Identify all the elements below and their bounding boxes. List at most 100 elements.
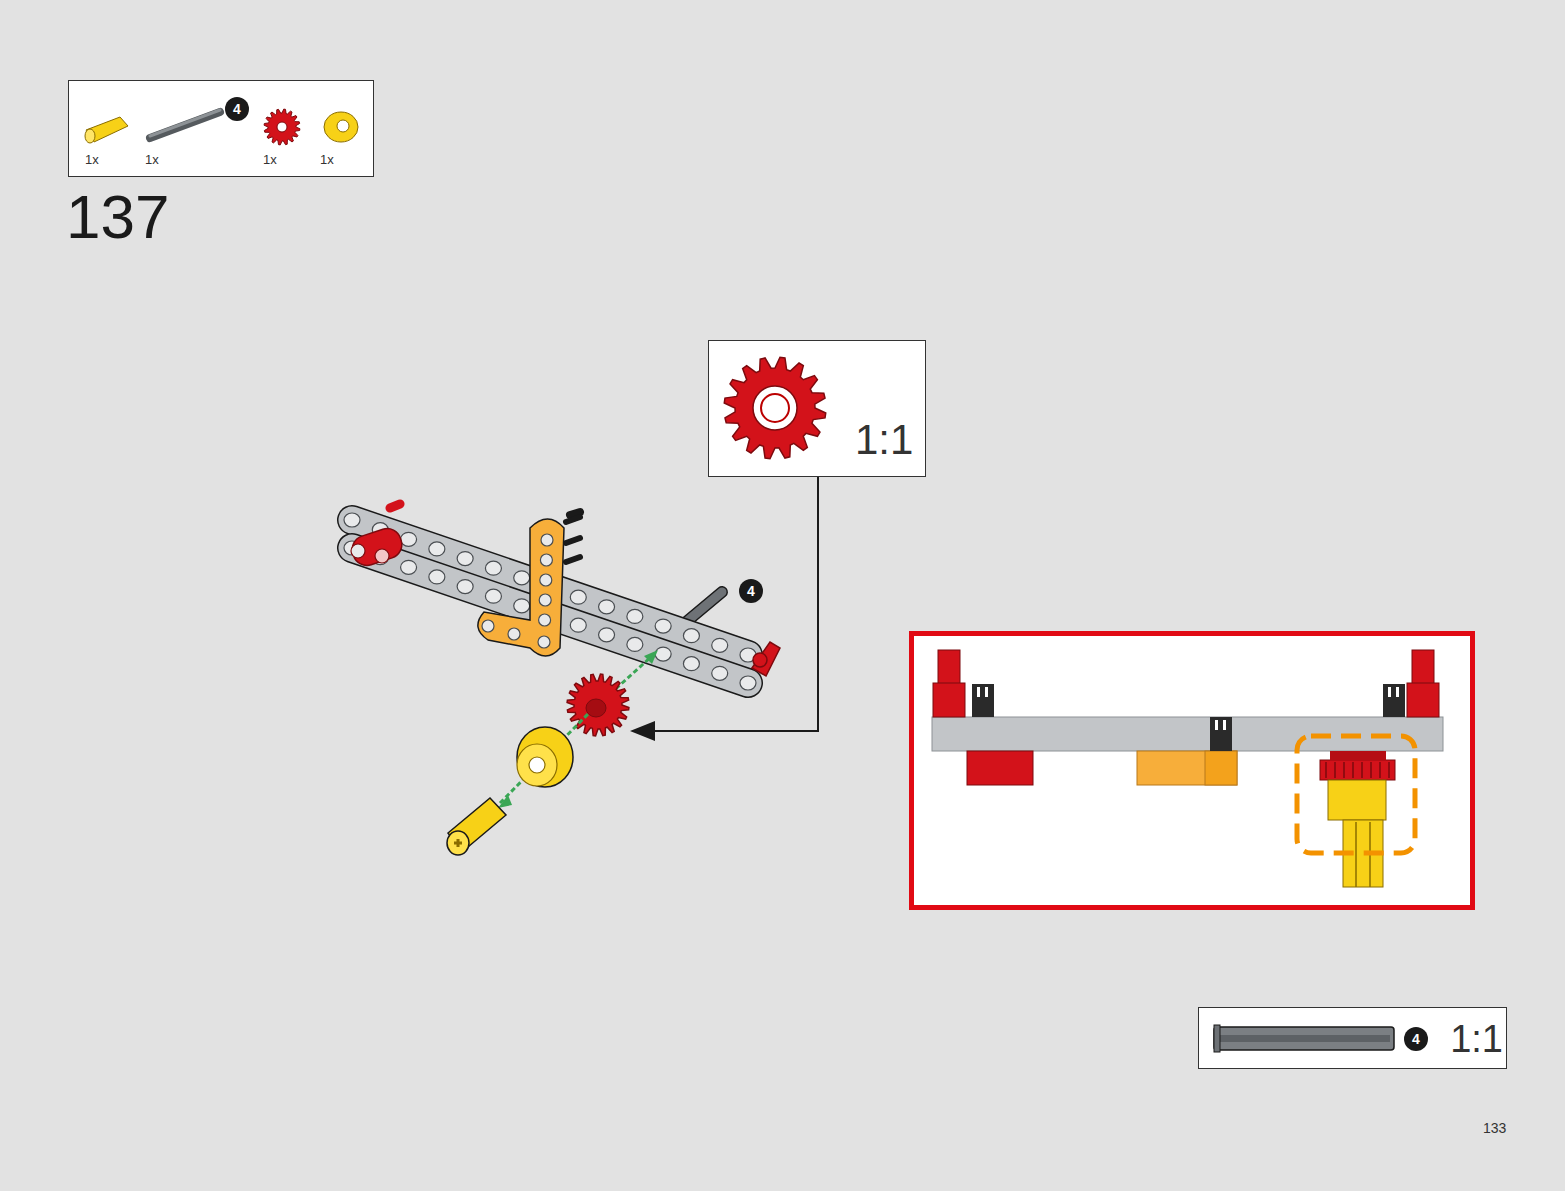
inset-black-pin xyxy=(972,684,994,717)
bush-part xyxy=(324,112,358,142)
inset-orange-edge xyxy=(1205,751,1237,785)
beam-hole xyxy=(514,571,530,585)
liftarm-hole xyxy=(540,574,552,586)
inset-beam xyxy=(932,717,1443,751)
beam-hole xyxy=(712,666,728,680)
beam-hole xyxy=(344,513,360,527)
beam-hole xyxy=(429,542,445,556)
inset-orange-block xyxy=(1137,751,1237,785)
beam-hole xyxy=(485,561,501,575)
axle-pin xyxy=(448,798,506,852)
quantity-label: 1x xyxy=(263,153,277,166)
inset-gear xyxy=(1320,760,1395,780)
inset-pin-slot xyxy=(985,687,988,697)
beam-hole xyxy=(401,532,417,546)
inset-pin-slot xyxy=(1215,720,1218,730)
highlight-bracket xyxy=(1297,736,1415,853)
inset-gear-tooth xyxy=(1379,762,1381,778)
callout-text: 4 xyxy=(233,102,241,116)
inset-gear-tooth xyxy=(1370,762,1372,778)
liftarm-hole xyxy=(540,554,552,566)
axle-pin-end xyxy=(447,831,469,855)
axle-part xyxy=(150,112,220,138)
bush xyxy=(517,727,573,787)
inset-pin-slot xyxy=(1396,687,1399,697)
inset-red-connector xyxy=(933,683,965,717)
inset-pin-slot xyxy=(977,687,980,697)
beam-hole xyxy=(683,657,699,671)
inset-black-pin xyxy=(1210,717,1232,751)
gear-hub xyxy=(586,699,606,717)
leader-arrowhead xyxy=(630,721,655,741)
quantity-label: 1x xyxy=(145,153,159,166)
inset-axle-groove xyxy=(1355,822,1357,887)
quantity-label: 1x xyxy=(320,153,334,166)
leader-line xyxy=(652,477,818,731)
axle-pin-part xyxy=(86,117,128,142)
insert-arrowhead xyxy=(644,650,658,664)
pin xyxy=(566,517,580,522)
liftarm-hole xyxy=(538,636,550,648)
inset-red-pin xyxy=(1412,650,1434,686)
orange-liftarm xyxy=(478,519,564,656)
beam-hole xyxy=(599,600,615,614)
liftarm-hole xyxy=(539,594,551,606)
gear-hole xyxy=(761,394,789,422)
pin xyxy=(390,504,400,508)
inset-gear-tooth xyxy=(1334,762,1336,778)
gear-outline xyxy=(724,357,826,459)
inset-gear-hub xyxy=(1330,751,1386,761)
beam-hole xyxy=(401,560,417,574)
liftarm-hole xyxy=(541,534,553,546)
scale-box: 1:1 xyxy=(708,340,926,477)
liftarm-hole xyxy=(539,614,551,626)
beam-hole xyxy=(740,676,756,690)
inset-gear-tooth xyxy=(1388,762,1390,778)
beam-hole xyxy=(683,629,699,643)
scale-gear xyxy=(724,357,826,459)
gear-part xyxy=(264,109,300,145)
inset-gear-tooth xyxy=(1352,762,1354,778)
bush-part-hole xyxy=(337,120,349,132)
beam-hole xyxy=(655,647,671,661)
quantity-label: 1x xyxy=(85,153,99,166)
pin xyxy=(566,557,580,562)
beam-hole xyxy=(570,590,586,604)
scale-box-fill xyxy=(1198,1007,1507,1069)
inset-red-connector xyxy=(1407,683,1439,717)
scale-label: 1:1 xyxy=(1450,1020,1503,1058)
red-connector-hole xyxy=(375,549,389,563)
inset-red-pin xyxy=(938,650,960,686)
red-connector xyxy=(349,525,406,569)
liftarm-hole xyxy=(508,628,520,640)
gear-part-hole xyxy=(277,122,287,132)
beam-hole xyxy=(570,618,586,632)
check-inset xyxy=(912,634,1473,908)
beam-hole xyxy=(514,599,530,613)
bush-hole xyxy=(529,757,545,773)
callout-number: 4 xyxy=(225,97,249,121)
inset-red-block xyxy=(967,751,1033,785)
main-assembly xyxy=(344,504,780,855)
scale-box: 1:1 4 xyxy=(1198,1007,1507,1069)
inset-frame xyxy=(912,634,1473,908)
insert-arrowhead xyxy=(498,795,512,808)
beam-hole xyxy=(712,638,728,652)
beam-hole xyxy=(429,570,445,584)
inset-black-pin xyxy=(1383,684,1405,717)
axle-end xyxy=(1214,1025,1220,1052)
bush-face xyxy=(517,744,557,786)
insert-arrow xyxy=(500,714,588,803)
beam-hole xyxy=(655,619,671,633)
inset-pin-slot xyxy=(1223,720,1226,730)
page-number: 133 xyxy=(1483,1121,1506,1135)
step-number: 137 xyxy=(66,186,169,248)
parts-list-box: 1x 1x 1x 1x 4 xyxy=(68,80,374,177)
scale-box-fill xyxy=(708,340,926,477)
callout-number: 4 xyxy=(1404,1027,1428,1051)
axle-groove xyxy=(1218,1035,1390,1042)
beam-hole xyxy=(457,552,473,566)
beam-hole xyxy=(627,637,643,651)
